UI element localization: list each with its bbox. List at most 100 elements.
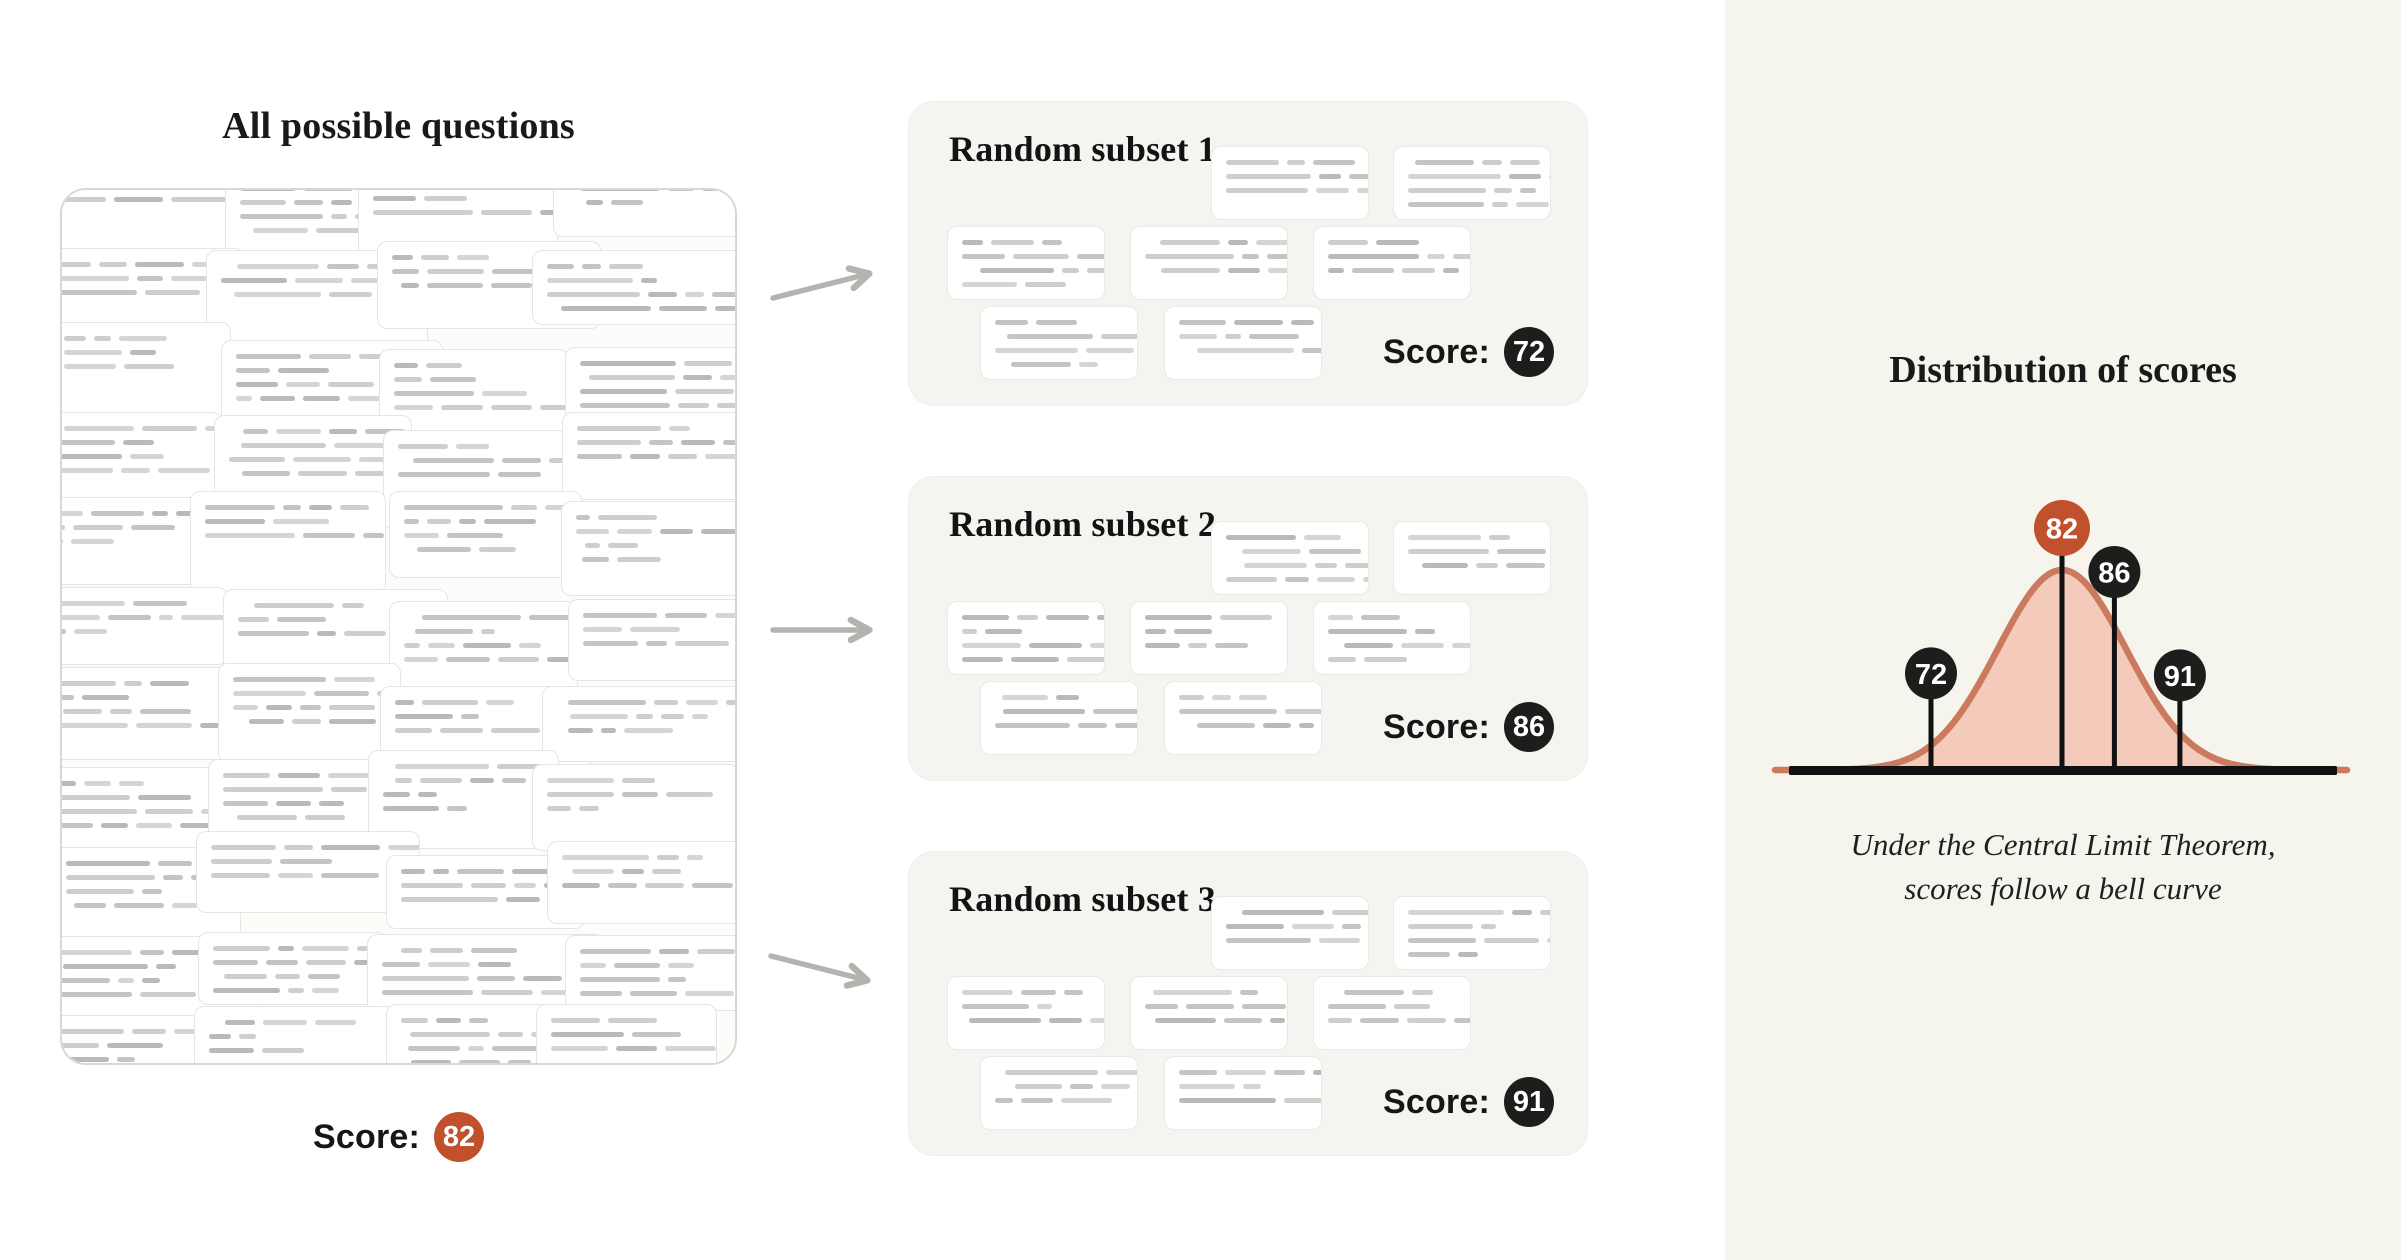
placeholder-text-row	[383, 791, 544, 797]
placeholder-text-row	[1145, 615, 1273, 620]
placeholder-text-row	[579, 991, 735, 997]
score-marker-label-82: 82	[2046, 513, 2078, 545]
placeholder-text-row	[204, 518, 371, 524]
placeholder-text-row	[546, 806, 724, 812]
placeholder-text-row	[577, 439, 735, 445]
question-card	[195, 831, 421, 914]
placeholder-text-row	[235, 368, 428, 374]
placeholder-text-row	[1152, 990, 1273, 995]
placeholder-text-row	[237, 815, 400, 821]
placeholder-text-row	[401, 868, 570, 874]
score-marker-72	[1905, 647, 1957, 700]
placeholder-text-row	[1155, 1018, 1285, 1023]
placeholder-text-row	[62, 1028, 264, 1034]
placeholder-text-row	[551, 1031, 701, 1037]
placeholder-text-row	[580, 360, 735, 366]
question-card	[980, 1056, 1138, 1130]
question-card	[532, 250, 735, 326]
subset-2-score: Score: 86	[1383, 702, 1554, 752]
placeholder-text-row	[62, 538, 186, 544]
placeholder-text-row	[395, 777, 544, 783]
placeholder-text-row	[568, 700, 735, 706]
placeholder-text-row	[62, 795, 245, 801]
question-card	[1211, 521, 1369, 595]
question-card	[197, 931, 388, 1005]
subset-card-2: Random subset 2 Score: 86	[908, 476, 1588, 781]
placeholder-text-row	[962, 254, 1104, 259]
placeholder-text-row	[1226, 160, 1355, 165]
question-card	[62, 412, 223, 498]
score-marker-91	[2153, 649, 2206, 702]
placeholder-text-row	[1408, 924, 1536, 929]
placeholder-text-row	[64, 335, 216, 341]
placeholder-text-row	[238, 617, 433, 623]
arrow-icon-subset1	[770, 265, 873, 301]
placeholder-text-row	[253, 603, 433, 609]
placeholder-text-row	[1226, 174, 1368, 179]
subset-1-score-badge: 72	[1504, 327, 1554, 377]
placeholder-text-row	[546, 792, 724, 798]
subset-2-score-badge: 86	[1504, 702, 1554, 752]
caption-line-1: Under the Central Limit Theorem,	[1850, 827, 2276, 862]
placeholder-text-row	[1408, 535, 1536, 540]
placeholder-text-row	[394, 405, 569, 411]
placeholder-text-row	[1145, 643, 1273, 648]
subset-3-questions	[909, 852, 1587, 1155]
placeholder-text-row	[1408, 188, 1536, 193]
question-card	[62, 496, 202, 586]
placeholder-text-row	[63, 963, 247, 969]
placeholder-text-row	[235, 396, 428, 402]
placeholder-text-row	[394, 363, 554, 369]
placeholder-text-row	[235, 354, 428, 360]
placeholder-text-row	[243, 428, 406, 434]
placeholder-text-row	[224, 973, 372, 979]
placeholder-text-row	[62, 468, 222, 474]
placeholder-text-row	[64, 426, 222, 432]
placeholder-text-row	[239, 190, 445, 191]
question-card	[542, 686, 735, 763]
question-card	[1393, 521, 1551, 595]
placeholder-text-row	[547, 292, 735, 298]
question-card	[62, 666, 240, 760]
placeholder-text-row	[62, 1056, 264, 1062]
placeholder-text-row	[401, 1018, 554, 1024]
placeholder-text-row	[397, 443, 553, 449]
placeholder-text-row	[580, 388, 735, 394]
placeholder-text-row	[1197, 723, 1315, 728]
placeholder-text-row	[1422, 563, 1546, 568]
placeholder-text-row	[995, 723, 1137, 728]
placeholder-text-row	[560, 306, 735, 312]
placeholder-text-row	[232, 705, 386, 711]
placeholder-text-row	[580, 402, 735, 408]
subset-1-score-label: Score:	[1382, 332, 1490, 371]
subset-3-title: Random subset 3	[949, 879, 1217, 919]
placeholder-text-row	[62, 629, 213, 635]
placeholder-text-row	[381, 990, 603, 996]
placeholder-text-row	[1179, 334, 1307, 339]
subset-card-3: Random subset 3 Score: 91	[908, 851, 1588, 1156]
placeholder-text-row	[962, 643, 1104, 648]
placeholder-text-row	[1408, 174, 1550, 179]
question-card	[62, 190, 254, 251]
placeholder-text-row	[62, 454, 207, 460]
question-card	[562, 411, 735, 500]
question-card	[1393, 146, 1551, 220]
placeholder-text-row	[995, 320, 1123, 325]
placeholder-text-row	[381, 962, 591, 968]
placeholder-text-row	[401, 882, 585, 888]
subset-3-score: Score: 91	[1383, 1077, 1554, 1127]
placeholder-text-row	[373, 196, 543, 202]
placeholder-text-row	[1160, 240, 1287, 245]
placeholder-text-row	[1145, 1004, 1286, 1009]
question-card	[389, 491, 583, 579]
placeholder-text-row	[62, 196, 253, 202]
distribution-caption: Under the Central Limit Theorem, scores …	[1725, 823, 2401, 911]
placeholder-text-row	[383, 805, 544, 811]
placeholder-text-row	[66, 888, 226, 894]
question-card	[1130, 226, 1288, 300]
placeholder-text-row	[381, 976, 605, 982]
question-card	[1164, 681, 1322, 755]
question-card	[1313, 226, 1471, 300]
placeholder-text-row	[210, 873, 420, 879]
placeholder-text-row	[962, 615, 1104, 620]
